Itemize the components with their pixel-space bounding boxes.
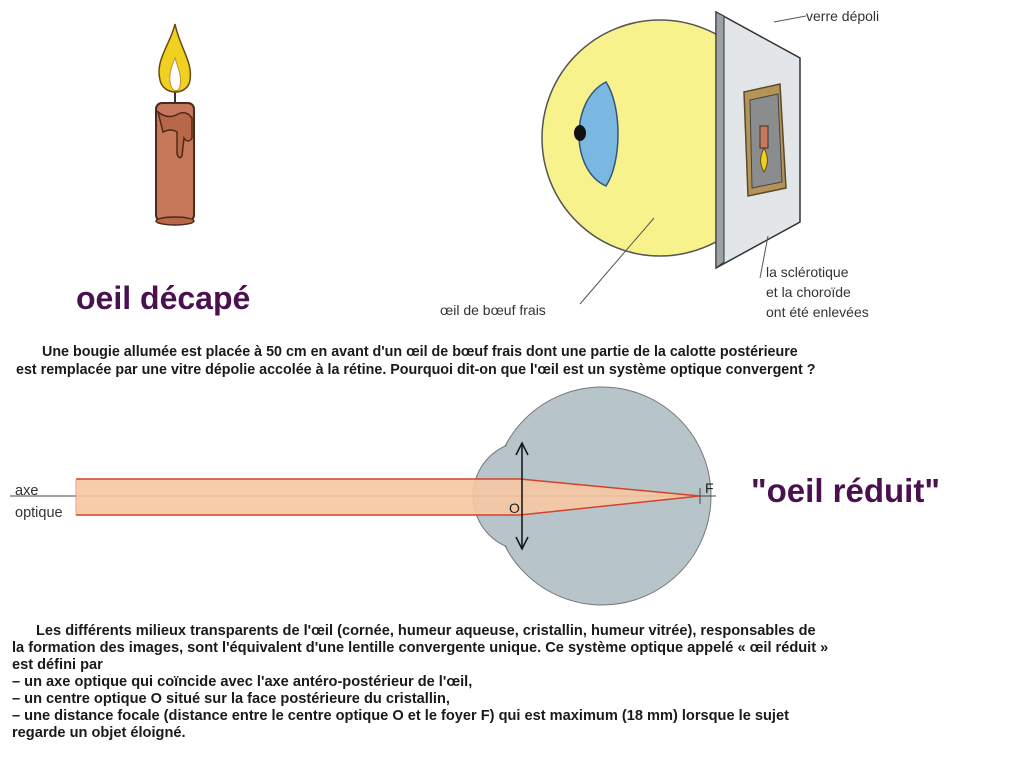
paragraph-line: est défini par [12, 657, 103, 673]
light-beam [76, 479, 700, 515]
candle-icon [155, 88, 195, 226]
explanation-paragraph: Les différents milieux transparents de l… [12, 623, 1012, 742]
paragraph-line: – une distance focale (distance entre le… [12, 708, 789, 724]
paragraph-line: Les différents milieux transparents de l… [36, 623, 816, 639]
label-fresh-eye: œil de bœuf frais [440, 302, 546, 318]
label-removed-layers: la sclérotique et la choroïde ont été en… [766, 262, 869, 322]
paragraph-line: regarde un objet éloigné. [12, 725, 186, 741]
label-removed-line: la sclérotique [766, 264, 849, 280]
optical-axis-label: axe optique [15, 480, 63, 524]
reduced-eye-title: "oeil réduit" [751, 472, 940, 509]
caption-question: Une bougie allumée est placée à 50 cm en… [16, 343, 1016, 379]
axis-label-line: optique [15, 505, 63, 521]
label-removed-line: et la choroïde [766, 284, 851, 300]
ground-glass-plate [715, 10, 801, 270]
paragraph-line: – un centre optique O situé sur la face … [12, 691, 450, 707]
paragraph-line: – un axe optique qui coïncide avec l'axe… [12, 674, 473, 690]
lens-arrow-icon [515, 441, 529, 551]
top-illustration [155, 10, 807, 305]
paragraph-line: la formation des images, sont l'équivale… [12, 640, 829, 656]
label-ground-glass: verre dépoli [806, 8, 880, 24]
reduced-eye-diagram [10, 386, 716, 606]
caption-line: Une bougie allumée est placée à 50 cm en… [42, 344, 798, 360]
caption-line: est remplacée par une vitre dépolie acco… [16, 362, 816, 378]
optical-center-label: O [509, 500, 520, 516]
label-removed-line: ont été enlevées [766, 304, 869, 320]
flame-icon [158, 23, 192, 93]
axis-label-line: axe [15, 483, 39, 499]
top-figure-title: oeil décapé [76, 280, 251, 316]
focus-label: F [705, 480, 714, 496]
